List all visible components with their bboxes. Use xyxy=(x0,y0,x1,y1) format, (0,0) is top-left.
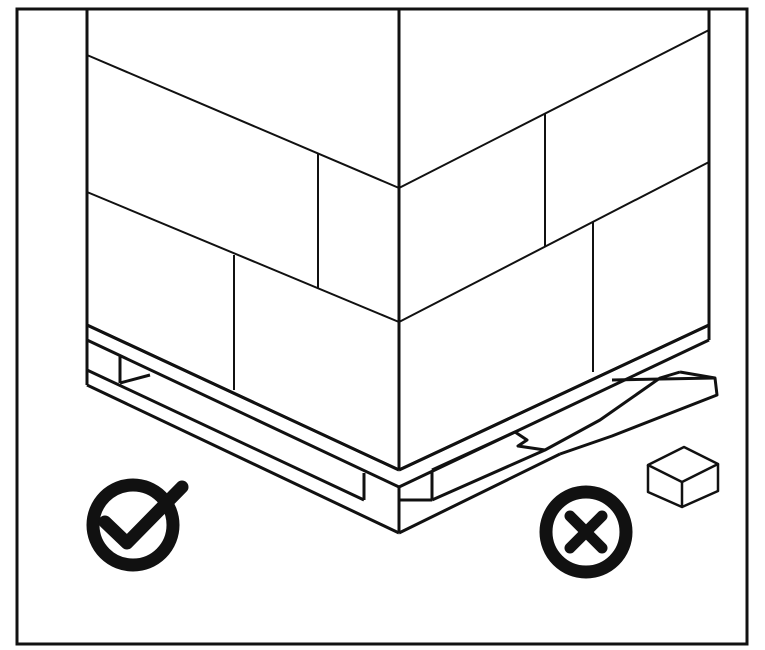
x-mark-2 xyxy=(564,510,608,554)
stack-right-edge xyxy=(398,9,711,472)
broken-board-bottom xyxy=(398,452,561,535)
seam-left-1 xyxy=(86,54,400,189)
check-circle-icon xyxy=(86,478,189,572)
deck-bottom-left xyxy=(86,338,400,489)
cube-right xyxy=(681,464,720,509)
check-circle-ring xyxy=(86,478,180,572)
base-top-left xyxy=(86,368,365,502)
base-bottom-left xyxy=(86,383,400,535)
seam-right-1 xyxy=(398,29,710,189)
broken-board-tip xyxy=(559,370,719,456)
box-seams xyxy=(86,29,710,390)
broken-board-crack xyxy=(611,376,716,382)
seam-left-2 xyxy=(86,191,400,323)
pallet-right xyxy=(398,323,719,535)
pallet-left xyxy=(85,323,401,535)
x-circle-icon xyxy=(539,485,633,579)
cube-top xyxy=(646,445,720,484)
cube-left xyxy=(646,465,684,509)
deck-top-right xyxy=(398,323,710,472)
seam-right-2 xyxy=(398,161,710,323)
small-box-icon xyxy=(646,445,720,509)
block-left-2 xyxy=(119,373,151,385)
check-mark xyxy=(98,480,189,550)
broken-board-lower xyxy=(431,448,546,502)
frame-border xyxy=(15,7,749,646)
deck-top-left xyxy=(86,323,400,472)
x-circle-ring xyxy=(539,485,633,579)
stack-left-edge xyxy=(85,9,400,472)
broken-board-top xyxy=(431,370,681,472)
